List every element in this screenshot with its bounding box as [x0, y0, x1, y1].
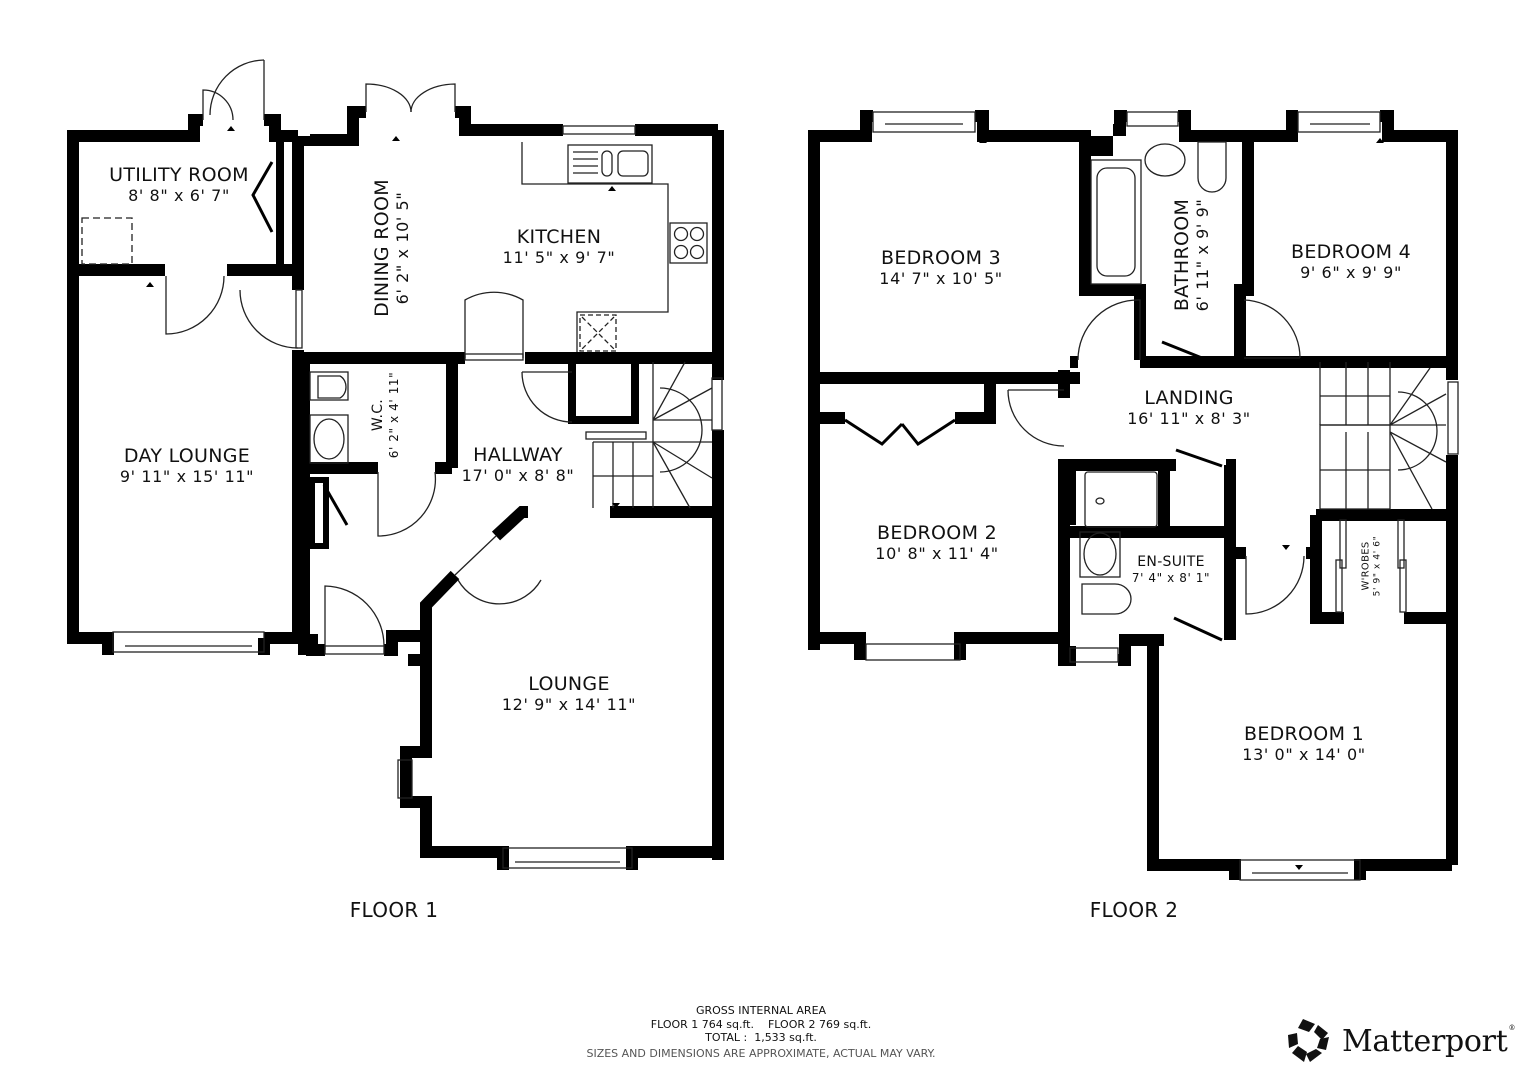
room-label-landing: LANDING 16' 11" x 8' 3": [1127, 387, 1250, 429]
room-name: BEDROOM 1: [1243, 723, 1364, 745]
gia-total: TOTAL : 1,533 sq.ft.: [705, 1031, 817, 1044]
room-label-bedroom-4: BEDROOM 4 9' 6" x 9' 9": [1291, 241, 1411, 283]
brand-wordmark: Matterport: [1342, 1023, 1508, 1059]
gia-floors: FLOOR 1 764 sq.ft. FLOOR 2 769 sq.ft.: [650, 1017, 872, 1031]
room-name: HALLWAY: [473, 444, 563, 466]
floor-1-title: FLOOR 1: [349, 898, 439, 922]
matterport-logo-icon: [1288, 1019, 1329, 1062]
room-name: LANDING: [1144, 387, 1234, 409]
room-name: DINING ROOM: [371, 179, 393, 317]
room-name: W.C.: [370, 398, 386, 432]
gross-internal-area: GROSS INTERNAL AREA FLOOR 1 764 sq.ft. F…: [586, 1004, 935, 1060]
room-dimensions: 16' 11" x 8' 3": [1127, 409, 1251, 428]
room-dimensions: 6' 2" x 4' 11": [387, 371, 401, 459]
room-dimensions: 17' 0" x 8' 8": [461, 466, 575, 485]
floor-2-title: FLOOR 2: [1089, 898, 1179, 922]
room-label-hallway: HALLWAY 17' 0" x 8' 8": [462, 444, 575, 486]
room-dimensions: 9' 11" x 15' 11": [119, 467, 255, 486]
room-dimensions: 7' 4" x 8' 1": [1131, 571, 1211, 585]
room-name: BEDROOM 2: [876, 522, 997, 544]
room-name: DAY LOUNGE: [123, 445, 251, 467]
room-dimensions: 6' 2" x 10' 5": [393, 191, 412, 305]
room-label-wardrobes: W'ROBES 5' 9" x 4' 6": [1361, 536, 1384, 597]
floor-1-fixtures: [81, 59, 723, 869]
room-label-bedroom-1: BEDROOM 1 13' 0" x 14' 0": [1242, 723, 1365, 765]
floor-1-walls: [67, 106, 724, 870]
brand-name: Matterport®: [1342, 1024, 1515, 1059]
registered-mark: ®: [1508, 1023, 1516, 1032]
room-dimensions: 11' 5" x 9' 7": [502, 248, 616, 267]
room-name: BEDROOM 4: [1290, 241, 1412, 263]
gia-disclaimer: SIZES AND DIMENSIONS ARE APPROXIMATE, AC…: [586, 1046, 936, 1060]
room-label-bedroom-3: BEDROOM 3 14' 7" x 10' 5": [879, 247, 1002, 289]
room-label-day-lounge: DAY LOUNGE 9' 11" x 15' 11": [120, 445, 254, 487]
room-dimensions: 6' 11" x 9' 9": [1193, 198, 1212, 312]
room-label-kitchen: KITCHEN 11' 5" x 9' 7": [503, 226, 616, 268]
room-label-bathroom: BATHROOM 6' 11" x 9' 9": [1171, 199, 1213, 312]
room-dimensions: 5' 9" x 4' 6": [1372, 535, 1383, 597]
room-label-wc: W.C. 6' 2" x 4' 11": [370, 372, 402, 459]
room-name: LOUNGE: [528, 673, 610, 695]
room-dimensions: 14' 7" x 10' 5": [879, 269, 1003, 288]
floor-2-fixtures: [844, 111, 1459, 881]
matterport-logo: Matterport®: [1286, 1018, 1515, 1064]
room-name: EN-SUITE: [1137, 554, 1205, 570]
room-name: UTILITY ROOM: [109, 164, 249, 186]
room-dimensions: 12' 9" x 14' 11": [501, 695, 637, 714]
room-dimensions: 10' 8" x 11' 4": [875, 544, 999, 563]
room-label-bedroom-2: BEDROOM 2 10' 8" x 11' 4": [875, 522, 998, 564]
room-label-en-suite: EN-SUITE 7' 4" x 8' 1": [1132, 554, 1210, 586]
room-dimensions: 13' 0" x 14' 0": [1242, 745, 1366, 764]
room-name: BEDROOM 3: [880, 247, 1001, 269]
room-name: KITCHEN: [516, 226, 602, 248]
dimension-markers: [146, 126, 1384, 870]
floor-2-walls: [808, 110, 1458, 880]
room-label-dining-room: DINING ROOM 6' 2" x 10' 5": [371, 179, 413, 317]
gia-heading: GROSS INTERNAL AREA: [695, 1004, 827, 1017]
room-label-lounge: LOUNGE 12' 9" x 14' 11": [502, 673, 636, 715]
room-dimensions: 8' 8" x 6' 7": [128, 186, 230, 205]
room-name: BATHROOM: [1171, 198, 1193, 312]
room-dimensions: 9' 6" x 9' 9": [1300, 263, 1402, 282]
room-name: W'ROBES: [1360, 541, 1372, 591]
room-label-utility-room: UTILITY ROOM 8' 8" x 6' 7": [109, 164, 249, 206]
